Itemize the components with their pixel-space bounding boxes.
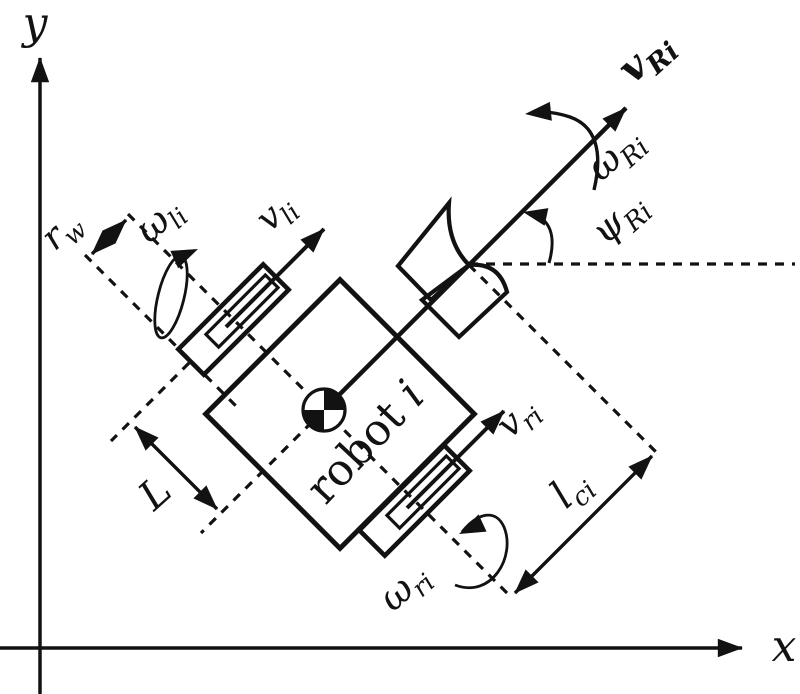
half-axle-length-label: L bbox=[129, 467, 180, 520]
left-wheel-spin-label: ωli bbox=[126, 187, 194, 255]
heading-angle-label: ψRi bbox=[582, 182, 659, 259]
right-wheel-velocity-arrow bbox=[405, 409, 506, 510]
left-wheel-velocity-label: vli bbox=[248, 185, 306, 244]
half-axle-length-dimension-arrow bbox=[133, 425, 219, 511]
robot-angular-velocity-arc bbox=[525, 101, 600, 191]
left-wheel-spin-indicator bbox=[153, 249, 198, 340]
castor-roller bbox=[418, 262, 510, 340]
right-wheel-spin-label: ωri bbox=[370, 553, 441, 624]
x-axis-label: x bbox=[772, 621, 797, 672]
castor-bracket bbox=[395, 196, 473, 303]
wheel-radius-dimension-arrow bbox=[90, 218, 128, 256]
left-wheel-longitudinal-dashed-line bbox=[109, 361, 191, 443]
castor-distance-dimension-arrow bbox=[513, 454, 654, 595]
heading-velocity-arrow bbox=[322, 106, 628, 412]
robot-velocity-label: vRi bbox=[608, 20, 685, 97]
y-axis-label: y bbox=[21, 0, 49, 49]
right-wheel-velocity-label: vri bbox=[489, 389, 550, 450]
wheel-axle-dashed-line bbox=[126, 212, 513, 599]
wheel-rim-offset-dashed-line bbox=[83, 253, 242, 412]
center-of-mass-marker bbox=[301, 387, 347, 433]
wheel-radius-label: rw bbox=[33, 202, 92, 262]
left-wheel-velocity-arrow bbox=[224, 227, 326, 329]
right-wheel-spin-indicator bbox=[454, 513, 509, 589]
heading-angle-arc bbox=[523, 208, 554, 264]
